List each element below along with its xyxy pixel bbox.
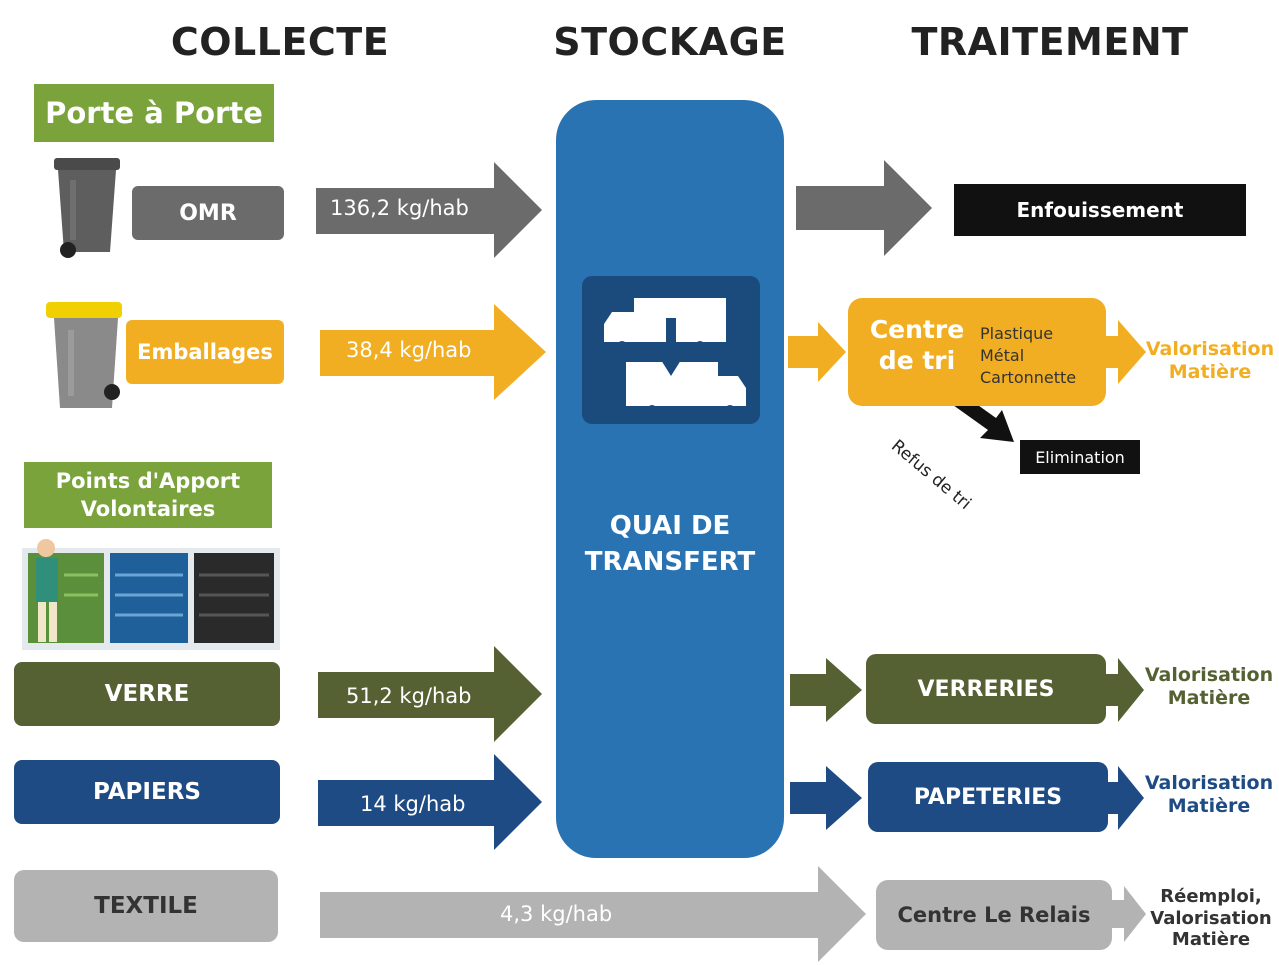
emballages-box: Emballages	[126, 320, 284, 384]
enfouissement-box: Enfouissement	[954, 184, 1246, 236]
truck-transfer-icon	[582, 276, 760, 424]
plastique-label: Plastique	[980, 324, 1054, 343]
metal-label: Métal	[980, 346, 1025, 365]
emballages-flow-label: 38,4 kg/hab	[346, 338, 472, 362]
relais-valorisation-arrow	[1110, 886, 1146, 942]
tri-valorisation-label: Valorisation Matière	[1145, 338, 1275, 383]
verreries-valorisation-arrow	[1104, 658, 1144, 722]
relais-box: Centre Le Relais	[876, 880, 1112, 950]
relais-valorisation-label: Réemploi, Valorisation Matière	[1150, 886, 1272, 951]
omr-flow-arrow	[316, 162, 542, 258]
points-apport-label: Points d'Apport Volontaires	[24, 462, 272, 528]
header-collecte: COLLECTE	[170, 20, 390, 64]
centre-tri-box: Centre de tri Plastique Métal Cartonnett…	[848, 298, 1106, 406]
omr-flow-label: 136,2 kg/hab	[330, 196, 469, 220]
cartonnette-label: Cartonnette	[980, 368, 1077, 387]
papeteries-valorisation-label: Valorisation Matière	[1144, 772, 1274, 817]
quai-de-transfert-block	[556, 100, 784, 858]
porte-a-porte-label: Porte à Porte	[34, 84, 274, 142]
textile-box: TEXTILE	[14, 870, 278, 942]
verreries-valorisation-label: Valorisation Matière	[1144, 664, 1274, 709]
header-traitement: TRAITEMENT	[911, 20, 1189, 64]
papiers-flow-arrow	[318, 754, 542, 850]
papiers-box: PAPIERS	[14, 760, 280, 824]
header-stockage: STOCKAGE	[553, 20, 787, 64]
emballages-flow-arrow	[320, 304, 546, 400]
centre-tri-label: Centre de tri	[869, 315, 965, 376]
omr-box: OMR	[132, 186, 284, 240]
papeteries-valorisation-arrow	[1104, 766, 1144, 830]
apport-containers-icon	[22, 539, 280, 650]
elimination-box: Elimination	[1020, 440, 1140, 474]
textile-flow-label: 4,3 kg/hab	[500, 902, 613, 926]
verre-box: VERRE	[14, 662, 280, 726]
verre-flow-arrow	[318, 646, 542, 742]
textile-flow-arrow	[320, 866, 866, 962]
papeteries-box: PAPETERIES	[868, 762, 1108, 832]
centre-tri-arrow	[788, 322, 846, 382]
papeteries-arrow	[790, 766, 862, 830]
papiers-flow-label: 14 kg/hab	[360, 792, 466, 816]
verreries-box: VERRERIES	[866, 654, 1106, 724]
quai-label: QUAI DE TRANSFERT	[584, 511, 756, 578]
yellow-bin-icon	[46, 302, 122, 408]
verre-flow-label: 51,2 kg/hab	[346, 684, 472, 708]
enfouissement-arrow	[796, 160, 932, 256]
grey-bin-icon	[54, 158, 120, 258]
verreries-arrow	[790, 658, 862, 722]
tri-valorisation-arrow	[1104, 320, 1146, 384]
